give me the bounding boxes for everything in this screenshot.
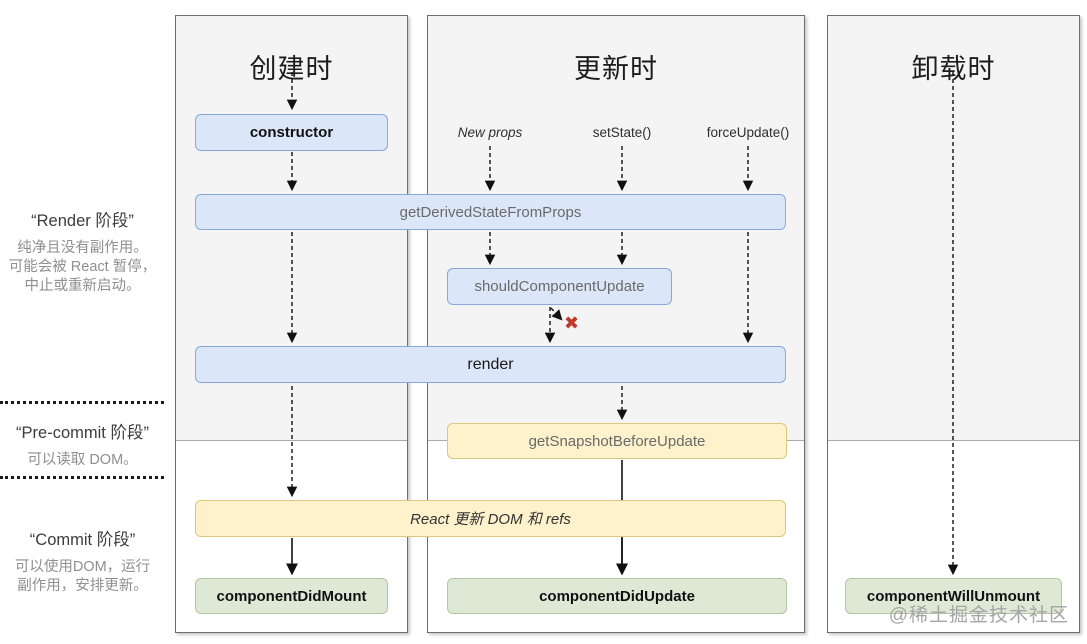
commit-phase-desc-line: 可以使用DOM，运行 xyxy=(14,559,151,575)
commit-phase-desc-line: 副作用，安排更新。 xyxy=(17,578,148,594)
node-constructor: constructor xyxy=(195,114,388,151)
node-component-will-unmount: componentWillUnmount xyxy=(845,578,1062,614)
pre-commit-phase-title: “Pre-commit 阶段” xyxy=(16,424,149,442)
phase-divider xyxy=(0,401,164,404)
phase-divider xyxy=(0,476,164,479)
render-phase-desc-line: 中止或重新启动。 xyxy=(24,278,141,294)
render-phase-desc-line: 可能会被 React 暂停， xyxy=(8,259,157,275)
column-title-updating: 更新时 xyxy=(574,54,658,84)
node-render: render xyxy=(195,346,786,383)
render-phase-title: “Render 阶段” xyxy=(31,212,134,230)
abort-x-icon: ✖ xyxy=(564,313,580,333)
node-component-did-mount: componentDidMount xyxy=(195,578,388,614)
node-component-did-update: componentDidUpdate xyxy=(447,578,787,614)
render-phase-label: “Render 阶段” 纯净且没有副作用。 可能会被 React 暂停， 中止或… xyxy=(0,207,165,296)
node-should-component-update: shouldComponentUpdate xyxy=(447,268,672,305)
trigger-force-update: forceUpdate() xyxy=(706,125,790,140)
node-get-derived-state-from-props: getDerivedStateFromProps xyxy=(195,194,786,230)
commit-phase-title: “Commit 阶段” xyxy=(29,531,136,549)
watermark: @稀土掘金技术社区 xyxy=(888,605,1069,626)
column-title-mounting: 创建时 xyxy=(249,54,334,84)
node-get-snapshot-before-update: getSnapshotBeforeUpdate xyxy=(447,423,787,459)
render-phase-desc-line: 纯净且没有副作用。 xyxy=(17,240,148,256)
trigger-set-state: setState() xyxy=(592,125,652,140)
trigger-new-props: New props xyxy=(457,125,523,140)
pre-commit-phase-desc-line: 可以读取 DOM。 xyxy=(27,452,138,468)
node-react-updates-dom: React 更新 DOM 和 refs xyxy=(195,500,786,537)
pre-commit-phase-label: “Pre-commit 阶段” 可以读取 DOM。 xyxy=(0,419,165,470)
commit-phase-label: “Commit 阶段” 可以使用DOM，运行 副作用，安排更新。 xyxy=(0,526,165,596)
